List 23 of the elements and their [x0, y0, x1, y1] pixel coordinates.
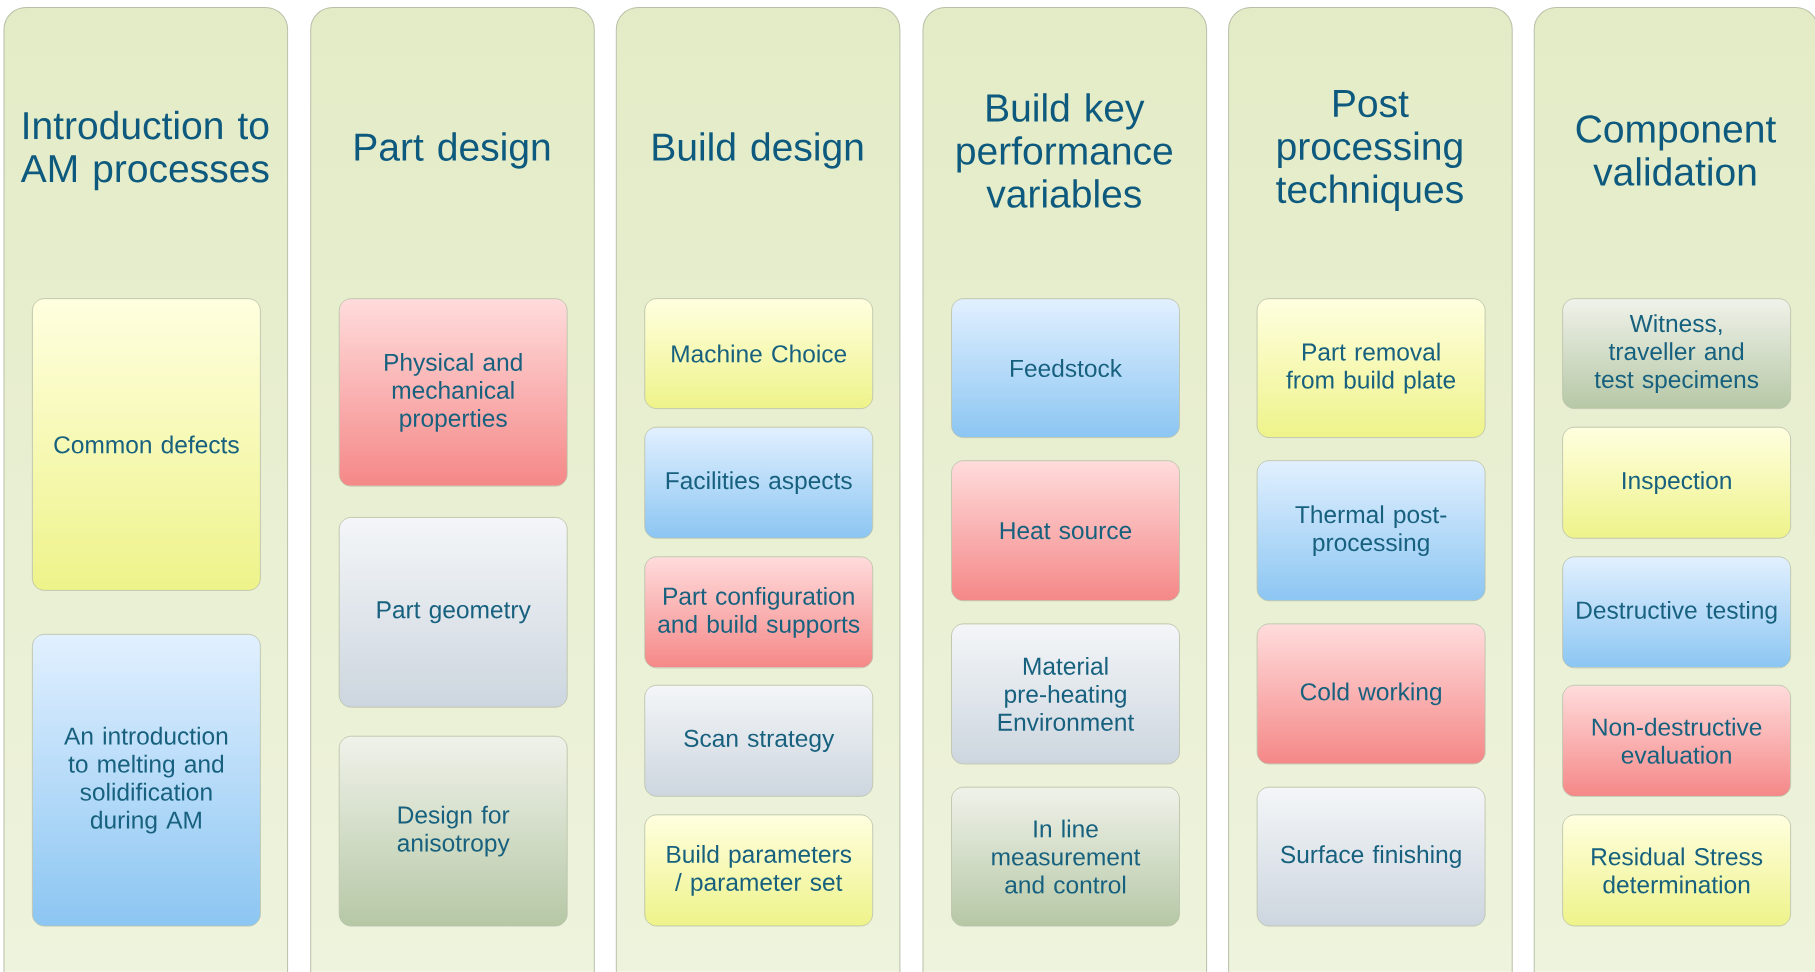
topic-box: Residual Stress determination: [1562, 814, 1791, 927]
topic-box: Facilities aspects: [644, 426, 874, 539]
topic-box: Inspection: [1562, 426, 1791, 539]
topic-box: An introduction to melting and solidification during AM: [32, 633, 261, 927]
topic-box: Part removal from build plate: [1256, 298, 1486, 438]
topic-box: Thermal post-processing: [1256, 460, 1486, 602]
topic-box: Part geometry: [338, 517, 568, 708]
topic-box: Machine Choice: [644, 298, 874, 409]
topic-box: Physical and mechanical properties: [338, 298, 568, 487]
topic-box: Scan strategy: [644, 684, 874, 797]
topic-box: Witness, traveller and test specimens: [1562, 298, 1791, 409]
topic-box: Cold working: [1256, 623, 1486, 765]
topic-box: Build parameters / parameter set: [644, 814, 874, 927]
topic-box: Surface finishing: [1256, 786, 1486, 927]
topic-box: Feedstock: [951, 298, 1180, 438]
topic-box: Heat source: [951, 460, 1180, 602]
topic-box: Part configuration and build supports: [644, 556, 874, 669]
topic-box: In line measurement and control: [951, 786, 1180, 927]
topic-box: Non-destructive evaluation: [1562, 684, 1791, 797]
topic-box: Design for anisotropy: [338, 735, 568, 927]
topic-box: Destructive testing: [1562, 556, 1791, 669]
topic-box: Common defects: [32, 298, 261, 591]
topic-box: Material pre-heating Environment: [951, 623, 1180, 765]
